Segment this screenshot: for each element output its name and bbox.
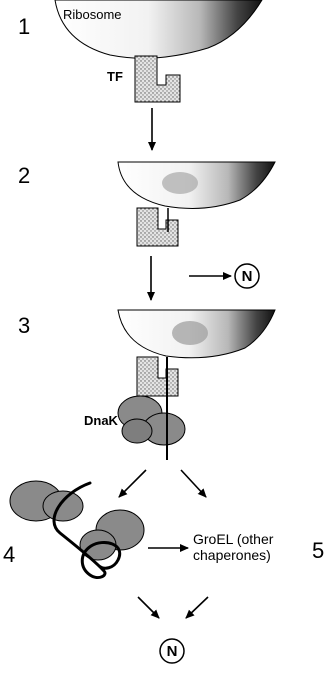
step-number-2: 2: [18, 163, 30, 188]
ribosome-label: Ribosome: [63, 7, 122, 22]
stage-3: 3 DnaK: [18, 309, 276, 498]
arrow-4-to-native: [137, 596, 160, 619]
native-circle-2: [159, 638, 185, 664]
tf-label: TF: [107, 69, 123, 84]
stage-4: 4 GroEL (other chaperones) 5: [3, 480, 324, 579]
dnak-substrate-complex: [9, 480, 145, 579]
groel-label-line2: chaperones): [193, 547, 271, 563]
native-circle-1: [234, 263, 260, 289]
dnak-label: DnaK: [84, 413, 119, 428]
trigger-factor-2: [136, 207, 179, 247]
groel-label-line1: GroEL (other: [193, 531, 274, 547]
step-number-3: 3: [18, 313, 30, 338]
step-number-5: 5: [312, 538, 324, 563]
trigger-factor-3: [136, 356, 179, 397]
stage-final: N: [137, 596, 209, 664]
trigger-factor-1: [134, 55, 181, 103]
ribosome-2-patch: [162, 172, 198, 194]
unfolded-polypeptide: [52, 481, 122, 579]
native-label-2: N: [167, 643, 178, 660]
stage-2: 2 N: [18, 161, 276, 301]
native-label-1: N: [242, 268, 253, 285]
step-number-1: 1: [18, 14, 30, 39]
step-number-4: 4: [3, 542, 15, 567]
arrow-3-to-4: [118, 469, 147, 498]
ribosome-3-patch: [172, 321, 208, 345]
stage-1: 1 Ribosome TF: [18, 0, 263, 151]
dnak-chaperone-3: [117, 395, 186, 446]
arrow-3-to-groel: [180, 469, 207, 498]
arrow-groel-to-native: [185, 596, 209, 619]
